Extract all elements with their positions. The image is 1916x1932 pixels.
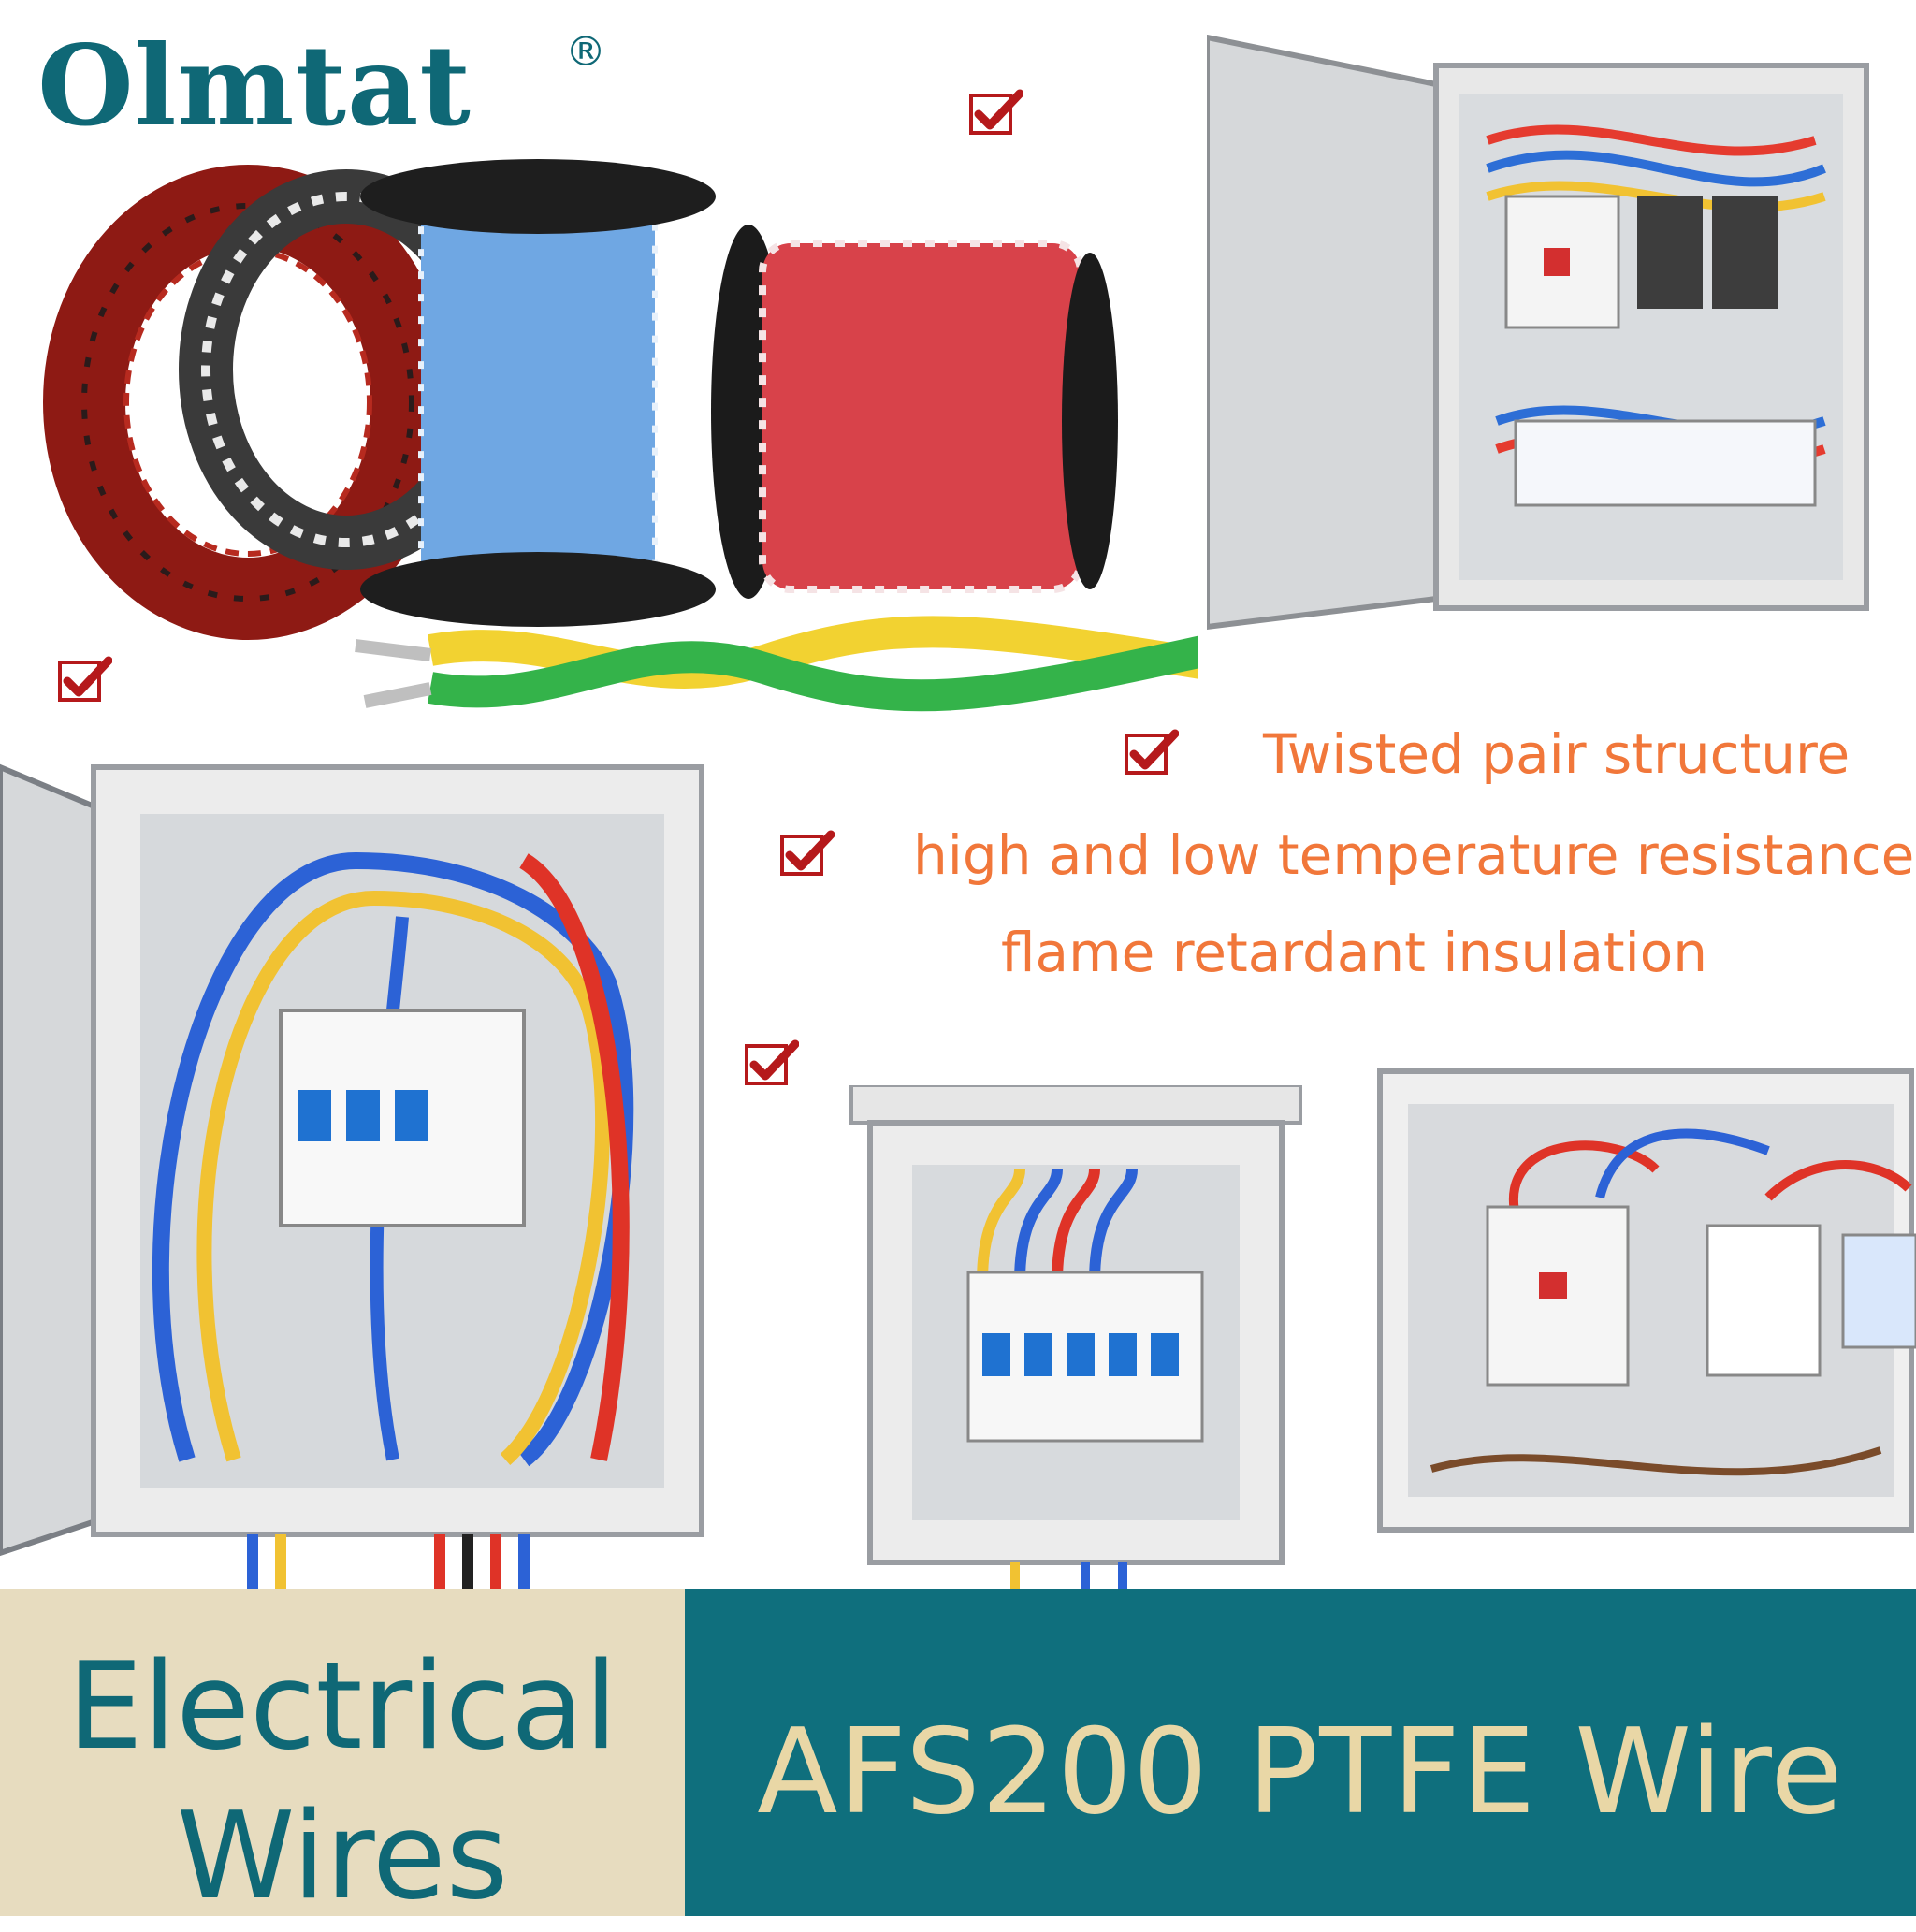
brand-logo: Olmtat xyxy=(37,21,472,151)
wire-spools-photo xyxy=(43,159,1198,712)
registered-mark: ® xyxy=(565,28,606,76)
electrical-cabinet-photo-3 xyxy=(849,1085,1302,1591)
electrical-cabinet-photo-4 xyxy=(1377,1068,1916,1533)
blue-spool xyxy=(360,159,716,627)
banner-left xyxy=(0,1589,685,1916)
green-yellow-twisted-wire xyxy=(355,616,1198,712)
banner-right xyxy=(685,1589,1916,1916)
electrical-cabinet-photo-2 xyxy=(0,763,704,1591)
checkmark-box-icon xyxy=(745,1039,799,1085)
checkmark-box-icon xyxy=(58,656,112,702)
feature-flame-retardant: flame retardant insulation xyxy=(1001,921,1707,984)
checkmark-box-icon xyxy=(780,830,835,876)
feature-twisted-pair: Twisted pair structure xyxy=(1263,722,1851,786)
feature-temperature-resistance: high and low temperature resistance xyxy=(913,823,1915,887)
banner-left-title: Electrical Wires xyxy=(66,1637,618,1926)
red-white-spool xyxy=(711,225,1118,599)
checkmark-box-icon xyxy=(1125,729,1179,775)
electrical-cabinet-photo-1 xyxy=(1207,34,1869,631)
red-black-coil xyxy=(43,165,453,640)
checkmark-box-icon xyxy=(969,89,1023,135)
banner-right-title: AFS200 PTFE Wire xyxy=(757,1703,1844,1840)
